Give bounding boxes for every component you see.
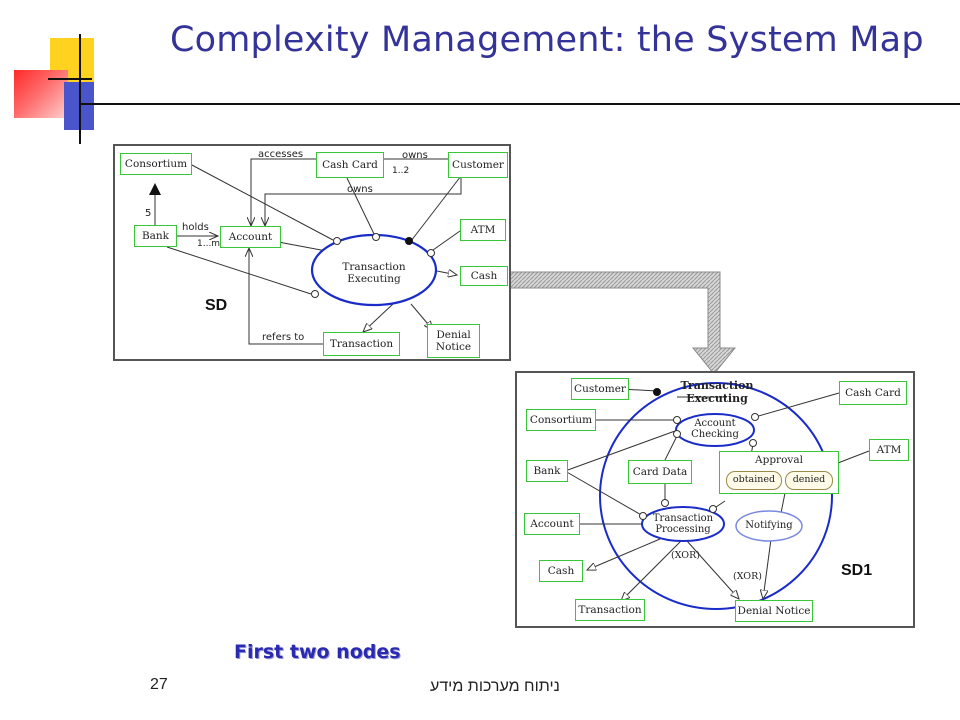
sd-process-transaction-executing: Transaction Executing xyxy=(333,258,415,288)
sd1-tp-line1: Transaction xyxy=(652,512,714,524)
sd1-node-cash: Cash xyxy=(539,560,583,582)
sd1-node-bank: Bank xyxy=(526,460,568,482)
sd1-process-notifying: Notifying xyxy=(745,520,793,532)
sd1-tag: SD1 xyxy=(841,562,873,579)
slide-footer: ניתוח מערכות מידע xyxy=(430,678,560,695)
sd1-node-cash-card: Cash Card xyxy=(839,381,907,405)
sd-te-line2: Executing xyxy=(347,273,401,285)
sd1-tp-line2: Processing xyxy=(655,524,711,535)
sd-denial-line1: Denial xyxy=(436,328,471,341)
sd-tag: SD xyxy=(205,297,228,314)
sd1-links xyxy=(564,382,870,610)
sd1-agent-dot xyxy=(653,388,661,396)
sd1-approval-label: Approval xyxy=(755,454,803,466)
sd1-label-xor-2: (XOR) xyxy=(733,571,762,582)
sd1-node-consortium: Consortium xyxy=(526,409,596,431)
sd-label-owns-mid: owns xyxy=(347,184,373,195)
sd1-diagram-panel: Customer Consortium Bank Account Cash Tr… xyxy=(515,371,915,628)
title-rule xyxy=(80,103,960,105)
agent-dot xyxy=(405,237,413,245)
sd1-ac-line1: Account xyxy=(694,417,736,429)
sd1-process-transaction-executing: Transaction Executing xyxy=(667,379,767,407)
sd-node-consortium: Consortium xyxy=(120,153,192,175)
sd1-te-line1: Transaction xyxy=(680,379,754,393)
page-number: 27 xyxy=(150,676,168,693)
sd-node-cash: Cash xyxy=(460,266,508,286)
sd1-label-xor-1: (XOR) xyxy=(671,550,700,561)
sd-node-atm: ATM xyxy=(460,219,506,241)
decor-vertical-line xyxy=(79,34,81,144)
sd-node-customer: Customer xyxy=(448,152,508,178)
sd-links xyxy=(149,146,462,345)
sd-node-denial-notice: Denial Notice xyxy=(427,324,480,358)
sd1-node-approval: Approval obtained denied xyxy=(719,451,839,494)
sd-label-accesses: accesses xyxy=(258,149,304,160)
sd-label-refers-to: refers to xyxy=(262,332,305,343)
sd1-node-customer: Customer xyxy=(571,378,629,400)
slide-caption: First two nodes xyxy=(234,641,401,663)
sd1-state-denied: denied xyxy=(785,471,833,490)
sd-te-line1: Transaction xyxy=(342,260,406,273)
sd1-node-atm: ATM xyxy=(869,439,909,461)
sd1-node-account: Account xyxy=(524,513,580,535)
sd1-node-card-data: Card Data xyxy=(628,460,692,484)
sd1-te-line2: Executing xyxy=(686,392,748,405)
aggregation-icon xyxy=(149,183,161,195)
sd-node-bank: Bank xyxy=(134,225,177,247)
sd1-process-account-checking: Account Checking xyxy=(679,415,751,443)
sd-node-account: Account xyxy=(220,226,281,248)
sd-label-owns-top: owns xyxy=(402,150,428,161)
sd-denial-line2: Notice xyxy=(435,341,472,353)
sd1-node-transaction: Transaction xyxy=(575,599,645,621)
sd-node-cash-card: Cash Card xyxy=(316,152,384,178)
sd1-state-obtained: obtained xyxy=(726,471,782,490)
sd-label-holds: holds xyxy=(182,222,209,233)
decor-short-line xyxy=(48,78,92,80)
sd-label-owns-mult: 1..2 xyxy=(392,166,410,176)
sd1-node-denial-notice: Denial Notice xyxy=(735,600,813,622)
sd-label-holds-mult: 1...m xyxy=(197,239,221,249)
sd1-process-transaction-processing: Transaction Processing xyxy=(645,510,721,538)
sd-diagram-panel: Consortium Cash Card Customer ATM Bank A… xyxy=(113,144,511,361)
sd-node-transaction: Transaction xyxy=(323,332,400,356)
sd-label-consortium-mult: 5 xyxy=(145,208,152,219)
sd1-ac-line2: Checking xyxy=(691,429,739,440)
slide-title: Complexity Management: the System Map xyxy=(170,20,924,60)
